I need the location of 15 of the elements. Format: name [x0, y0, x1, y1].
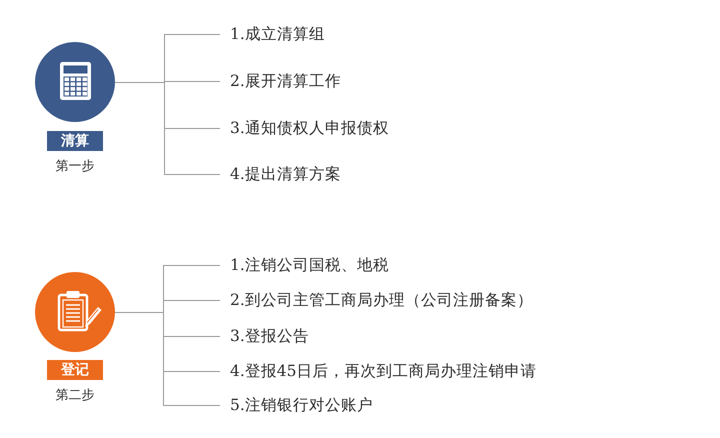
connector-line — [114, 82, 220, 175]
step-item-text: 1.成立清算组 — [230, 24, 325, 44]
connector-line — [114, 312, 220, 406]
step-item-text: 4.登报45日后，再次到工商局办理注销申请 — [230, 361, 537, 381]
step-item-text: 2.到公司主管工商局办理（公司注册备案） — [230, 290, 533, 310]
step-caption: 第二步 — [56, 387, 94, 405]
step-caption: 第一步 — [56, 158, 94, 176]
step-item-text: 4.提出清算方案 — [230, 164, 341, 184]
step-tag: 登记 — [47, 360, 103, 380]
step-item-text: 3.通知债权人申报债权 — [230, 118, 389, 138]
step-tag: 清算 — [47, 131, 103, 151]
step-item-text: 5.注销银行对公账户 — [230, 395, 373, 415]
step-item-text: 3.登报公告 — [230, 326, 309, 346]
step-item-text: 2.展开清算工作 — [230, 71, 341, 91]
step-item-text: 1.注销公司国税、地税 — [230, 255, 389, 275]
